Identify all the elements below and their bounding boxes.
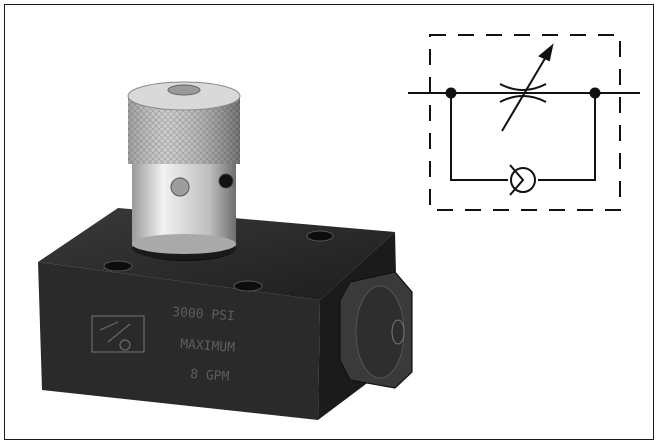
adjust-arrow	[501, 49, 551, 132]
engraving-line-flow: 8 GPM	[190, 367, 230, 385]
engraving-line-maximum: MAXIMUM	[180, 337, 236, 356]
knob-collar	[132, 160, 236, 248]
set-screw	[218, 173, 234, 189]
adjustment-knob	[127, 81, 241, 261]
body-engraving: 3000 PSI MAXIMUM 8 GPM	[172, 305, 236, 385]
port-plug	[339, 271, 413, 389]
knob-top	[127, 81, 241, 111]
bypass-line	[450, 93, 508, 181]
adjust-arrowhead	[538, 43, 554, 62]
schematic-enclosure	[429, 34, 621, 211]
mounting-hole	[233, 280, 263, 292]
set-screw	[170, 177, 190, 197]
engraving-line-pressure: 3000 PSI	[172, 305, 236, 324]
valve-front-face	[38, 262, 320, 420]
mounting-hole	[306, 230, 334, 242]
mounting-hole	[103, 260, 133, 272]
bypass-line	[538, 93, 596, 181]
hydraulic-schematic	[408, 34, 640, 211]
check-valve-ball	[510, 167, 536, 193]
check-valve-seat	[509, 164, 525, 196]
restrictor-symbol	[499, 83, 547, 91]
valve-photo: 3000 PSI MAXIMUM 8 GPM	[38, 81, 413, 420]
engraved-symbol	[91, 315, 145, 353]
